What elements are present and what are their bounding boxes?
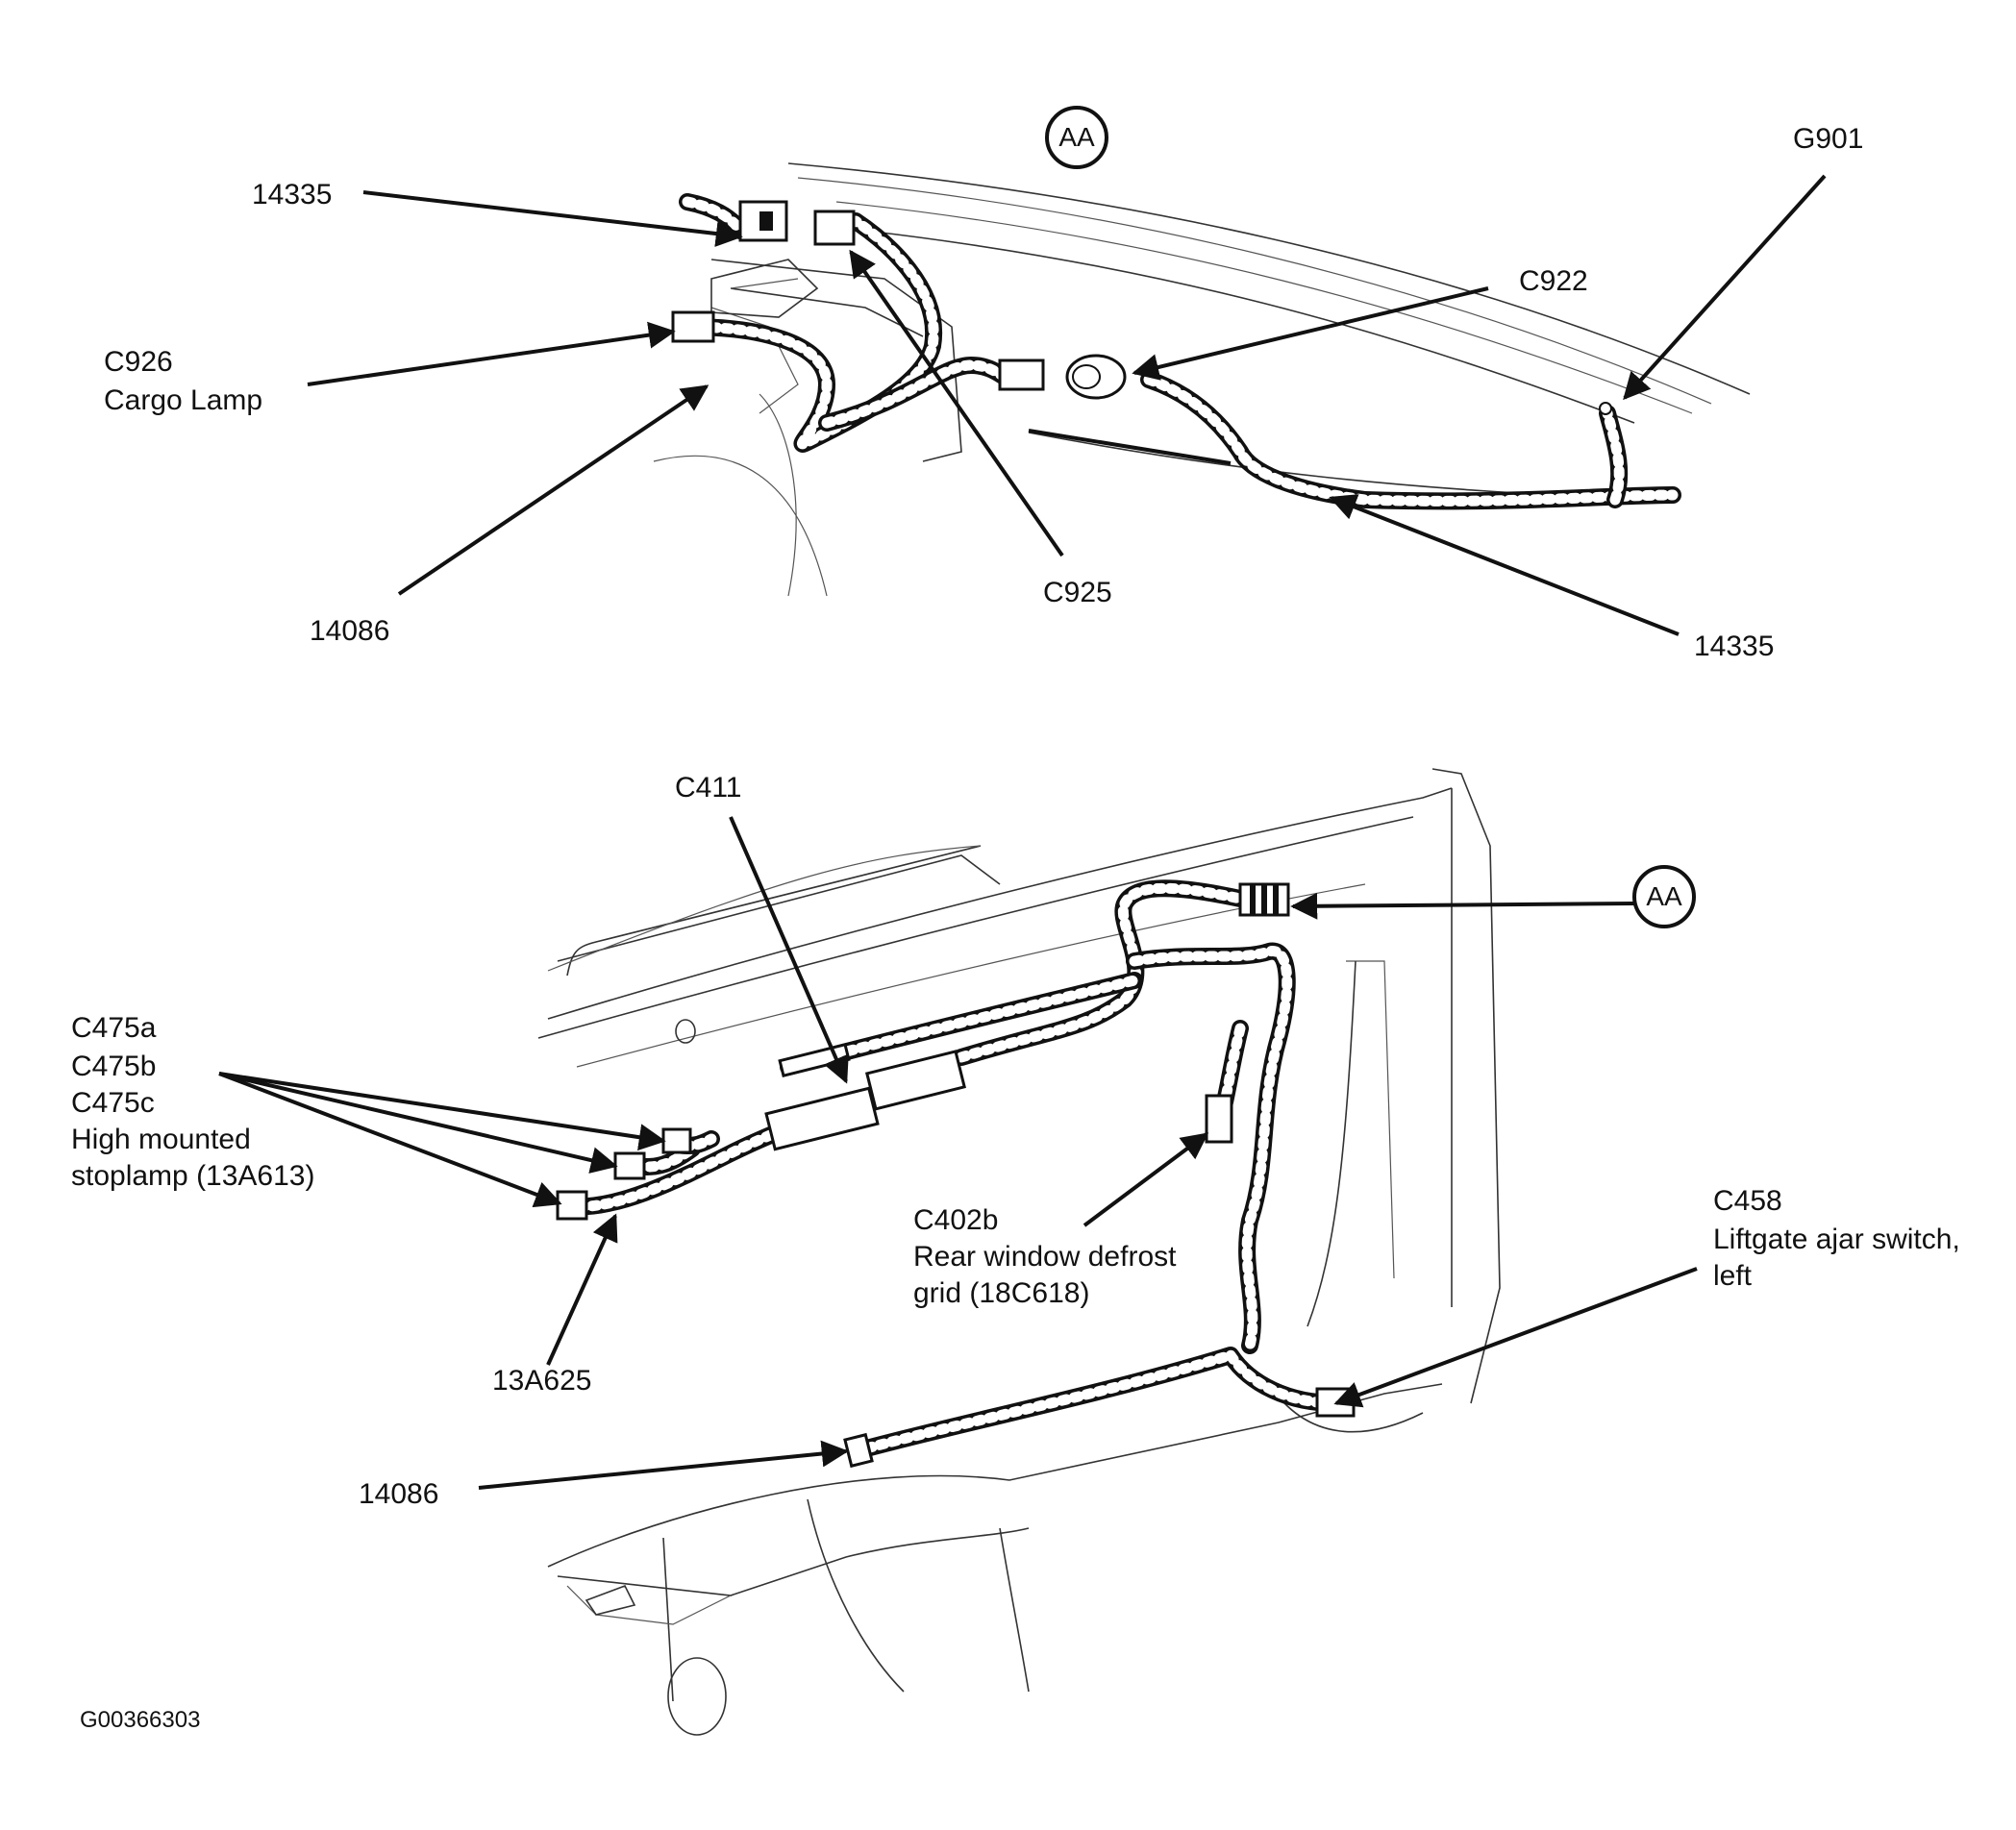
label-c402b: C402b	[913, 1204, 999, 1236]
label-grid: grid (18C618)	[913, 1277, 1090, 1309]
connector-c411-a	[764, 1086, 880, 1151]
connector-c926	[671, 310, 715, 343]
label-stoplamp: stoplamp (13A613)	[71, 1160, 315, 1192]
label-high-mounted: High mounted	[71, 1124, 251, 1155]
bottom-body-outline	[537, 768, 1501, 1736]
label-c475c: C475c	[71, 1087, 155, 1119]
label-14086-bottom: 14086	[359, 1478, 439, 1510]
label-left: left	[1713, 1260, 1753, 1292]
label-cargo-lamp: Cargo Lamp	[104, 384, 263, 416]
label-c475b: C475b	[71, 1051, 157, 1082]
connector-c458	[1315, 1387, 1356, 1418]
connector-c402b	[1205, 1094, 1233, 1144]
top-body-outline	[653, 162, 1751, 597]
connector-c925	[813, 210, 856, 246]
connector-c475a	[661, 1127, 692, 1154]
label-14086-top: 14086	[310, 615, 390, 647]
cargo-lamp-housing	[710, 259, 819, 318]
label-rear-window-defrost: Rear window defrost	[913, 1241, 1177, 1273]
label-c475a: C475a	[71, 1012, 157, 1044]
label-c925: C925	[1043, 577, 1112, 608]
figure-id: G00366303	[80, 1707, 201, 1733]
bottom-leaders	[218, 816, 1698, 1490]
label-g901: G901	[1793, 123, 1864, 155]
connector-c475c	[556, 1190, 588, 1221]
label-14335-top: 14335	[252, 179, 333, 210]
label-13a625: 13A625	[492, 1365, 592, 1397]
connector-c922-male	[998, 359, 1045, 391]
label-c458: C458	[1713, 1185, 1782, 1217]
label-14335-bottom-right: 14335	[1694, 631, 1775, 662]
label-c411: C411	[675, 772, 742, 804]
label-liftgate-ajar-switch: Liftgate ajar switch,	[1713, 1224, 1960, 1255]
top-leaders	[307, 174, 1827, 636]
callout-aa-bottom: AA	[1632, 865, 1696, 928]
callout-aa-top: AA	[1045, 106, 1108, 169]
connector-c475b	[613, 1151, 646, 1180]
connector-c411-b	[864, 1050, 966, 1111]
label-c922: C922	[1519, 265, 1588, 297]
label-c926: C926	[104, 346, 173, 378]
